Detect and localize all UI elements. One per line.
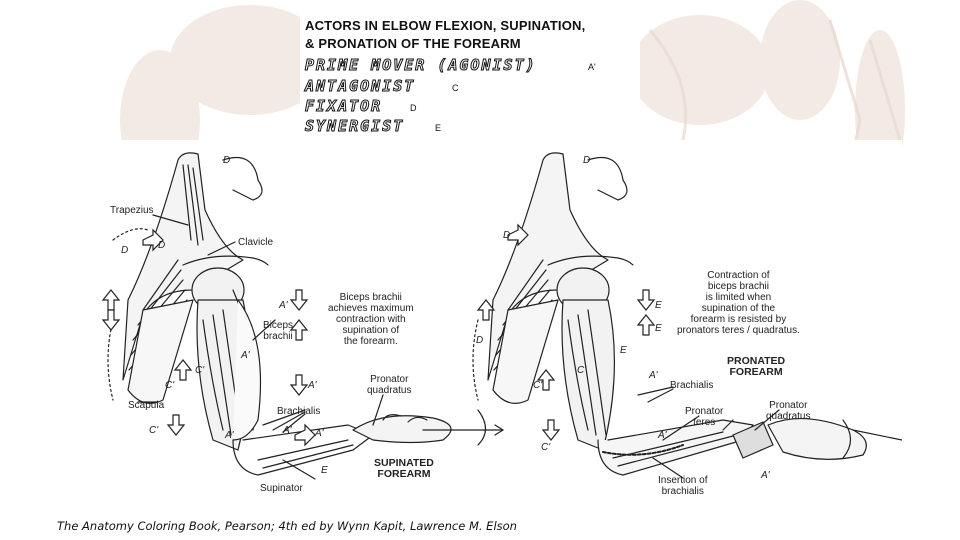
arrow-icon	[541, 419, 561, 441]
title-line-1: ACTORS IN ELBOW FLEXION, SUPINATION,	[305, 18, 586, 33]
letter-tag: D	[503, 230, 511, 241]
arrow-icon	[166, 414, 186, 436]
letter-tag: A'	[279, 300, 288, 311]
letter-tag: A'	[761, 470, 770, 481]
arrow-icon	[636, 289, 656, 311]
label-scapula: Scapula	[128, 400, 165, 411]
letter-tag: C'	[149, 425, 159, 436]
arm-illustrations	[101, 152, 902, 480]
letter-tag: E	[655, 323, 662, 334]
arrow-icon	[476, 299, 496, 321]
letter-tag: D	[158, 240, 166, 251]
letter-tag: C'	[533, 380, 543, 391]
role-antagonist: ANTAGONIST	[304, 77, 416, 96]
label-trapezius: Trapezius	[110, 205, 154, 216]
title-line-2: & PRONATION OF THE FOREARM	[305, 36, 521, 51]
role-letter-fixator: D	[410, 103, 417, 113]
figure-panel: Trapezius Clavicle Biceps brachii Scapul…	[83, 140, 902, 524]
role-letter-prime-mover: A'	[588, 62, 596, 72]
left-arm-drawing	[107, 152, 504, 476]
letter-tag: A'	[241, 350, 250, 361]
letter-tag: A'	[315, 428, 324, 439]
letter-tag: D	[121, 245, 129, 256]
arrow-icon	[289, 319, 309, 341]
label-biceps-brachii: Biceps brachii	[263, 320, 294, 342]
letter-tag: E	[620, 345, 627, 356]
letter-tag: A'	[658, 430, 667, 441]
letter-tag: E	[321, 465, 328, 476]
letter-tag: C'	[195, 365, 205, 376]
letter-tag: A'	[225, 430, 234, 441]
letter-tag: A'	[308, 380, 317, 391]
arrow-icon	[636, 314, 656, 336]
role-letter-antagonist: C	[452, 83, 459, 93]
note-left: Biceps brachii achieves maximum contract…	[328, 292, 414, 347]
role-prime-mover: PRIME MOVER (AGONIST)	[305, 56, 537, 75]
role-synergist: SYNERGIST	[304, 117, 405, 136]
arrow-icon	[142, 228, 164, 252]
arrow-icon	[289, 374, 309, 396]
letter-tag: A'	[283, 425, 292, 436]
note-right: Contraction of biceps brachii is limited…	[677, 270, 800, 336]
label-pronator-quadratus-right: Pronator quadratus	[766, 400, 811, 422]
state-pronated: PRONATED FOREARM	[727, 355, 786, 378]
label-clavicle: Clavicle	[238, 237, 274, 248]
right-arm-drawing	[472, 152, 902, 476]
arrow-icon	[507, 223, 529, 247]
label-supinator: Supinator	[260, 483, 303, 494]
arrow-icon	[536, 369, 556, 391]
arrow-icon	[289, 289, 309, 311]
letter-tag: D	[583, 155, 591, 166]
source-caption: The Anatomy Coloring Book, Pearson; 4th …	[57, 519, 517, 533]
title-panel: ACTORS IN ELBOW FLEXION, SUPINATION, & P…	[300, 12, 640, 140]
letter-tag: A'	[649, 370, 658, 381]
letter-tag: E	[655, 300, 662, 311]
letter-tag: D	[223, 155, 231, 166]
arrow-icon	[101, 289, 121, 311]
arrow-icon	[173, 359, 193, 381]
role-letter-synergist: E	[435, 123, 442, 133]
label-brachialis-right: Brachialis	[670, 380, 714, 391]
label-insertion-brachialis: Insertion of brachialis	[658, 475, 708, 497]
letter-tag: C'	[165, 380, 175, 391]
label-pronator-teres: Pronator teres	[685, 406, 724, 428]
letter-tag: D	[476, 335, 484, 346]
role-fixator: FIXATOR	[304, 97, 383, 116]
label-pronator-quadratus-left: Pronator quadratus	[367, 374, 412, 396]
letter-tag: C'	[577, 365, 587, 376]
label-brachialis: Brachialis	[277, 406, 321, 417]
arrow-icon	[294, 423, 316, 447]
arrow-icon	[101, 309, 121, 331]
state-supinated: SUPINATED FOREARM	[374, 457, 434, 480]
letter-tag: C'	[541, 442, 551, 453]
